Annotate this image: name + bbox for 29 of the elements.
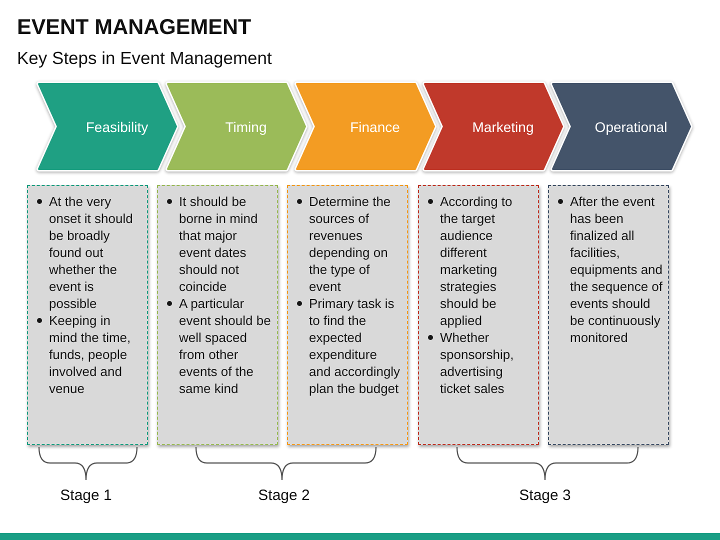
stage-label: Stage 3 [519, 487, 571, 504]
bullet-text: Determine the sources of revenues depending on the type of event [309, 194, 391, 294]
step-label: Marketing [472, 118, 534, 134]
chevron-step [294, 81, 437, 172]
text-card [418, 185, 539, 445]
text-card [548, 185, 669, 445]
step-label: Timing [225, 118, 267, 134]
bullet-text: According to the target audience different marketing strategies should be applied [440, 194, 512, 328]
stage-label: Stage 2 [258, 487, 310, 504]
chevron-step [36, 81, 179, 172]
chevron-step [550, 81, 693, 172]
bullet-text: Whether sponsorship, advertising ticket sales [440, 330, 514, 396]
bullet-text: Keeping in mind the time, funds, people involved and venue [49, 313, 131, 396]
chevron-step [422, 81, 565, 172]
bullet-text: After the event has been finalized all facilities, equipments and the sequence of events should be continuously monitored [570, 194, 663, 345]
step-label: Feasibility [86, 118, 148, 134]
text-card [157, 185, 278, 445]
subtitle: Key Steps in Event Management [17, 48, 272, 69]
bullet-text: At the very onset it should be broadly found out whether the event is possible [49, 194, 133, 311]
bullet-text: A particular event should be well spaced from other events of the same kind [179, 296, 271, 396]
bullet-text: Primary task is to find the expected expenditure and accordingly plan the budget [309, 296, 400, 396]
stage-label: Stage 1 [60, 487, 112, 504]
step-label: Operational [594, 118, 668, 134]
text-card [27, 185, 148, 445]
step-label: Finance [350, 118, 400, 134]
text-card [287, 185, 408, 445]
chevron-step [165, 81, 308, 172]
title: EVENT MANAGEMENT [17, 15, 252, 40]
bullet-text: It should be borne in mind that major event dates should not coincide [179, 194, 258, 294]
